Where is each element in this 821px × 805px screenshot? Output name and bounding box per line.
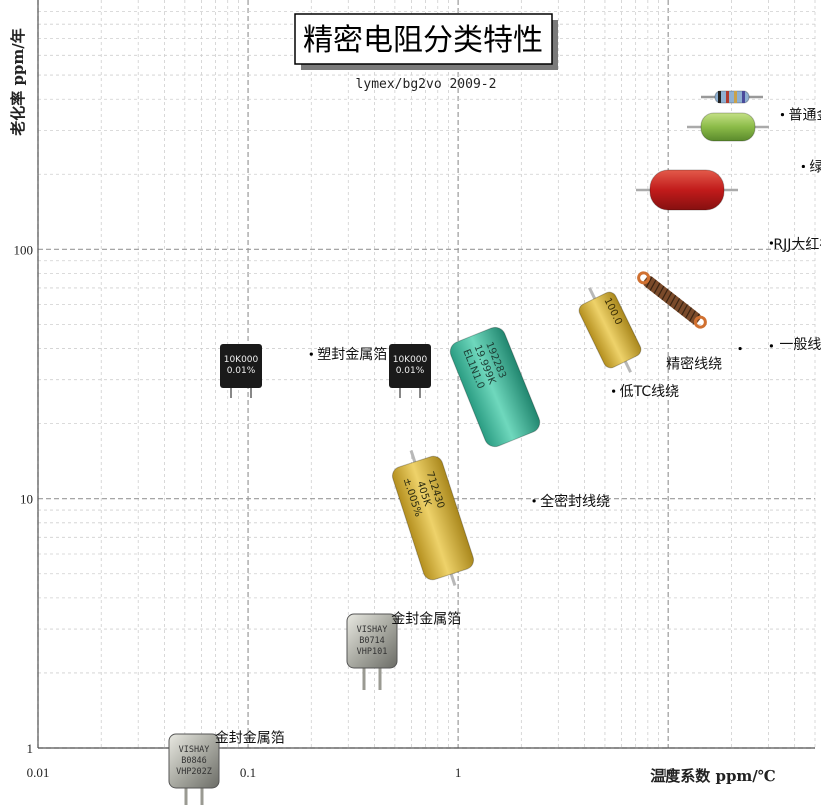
winding: [669, 294, 677, 307]
marking-text: VHP202Z: [176, 767, 212, 777]
marking-text: VISHAY: [357, 625, 388, 635]
point-marker: [738, 346, 742, 351]
point-precision-wirewound: 100.0 精密线绕: [578, 287, 742, 373]
winding: [665, 291, 673, 304]
marking-text: B0714: [359, 636, 385, 646]
point-label: 全密封线绕: [540, 493, 610, 510]
can-body: [346, 613, 398, 669]
point-metal-film: 普通金属膜: [701, 90, 821, 124]
point-label: 塑封金属箔: [317, 347, 387, 363]
point-label: 一般线绕: [779, 337, 821, 353]
color-band: [734, 91, 737, 103]
point-rjj-red: RJJ大红袍: [636, 169, 821, 253]
marking-text: VISHAY: [179, 745, 210, 755]
point-marker: [780, 113, 785, 117]
winding: [677, 301, 685, 313]
body: [700, 112, 756, 142]
marking-text: B0846: [181, 756, 207, 766]
point-general-wirewound: 一般线绕: [637, 271, 821, 353]
point-label: 低TC线绕: [620, 384, 680, 400]
chart-title: 精密电阻分类特性: [303, 23, 543, 58]
marking-text: 10K000: [224, 355, 259, 365]
body: [391, 455, 475, 581]
point-marker: [309, 352, 313, 356]
body: [714, 90, 750, 104]
winding: [653, 282, 661, 294]
winding: [649, 279, 657, 291]
color-band: [726, 91, 729, 103]
terminal: [637, 271, 651, 285]
data-points: VISHAYB0846VHP202Z金封金属箔VISHAYB0714VHP101…: [168, 90, 821, 805]
terminal: [693, 315, 707, 329]
point-label: 绿袍: [809, 159, 821, 175]
color-band: [742, 91, 745, 103]
y-axis-title: 老化率 ppm/年: [9, 28, 27, 137]
x-tick-label: 1: [455, 765, 462, 780]
winding: [657, 285, 665, 298]
marking-text: 0.01%: [227, 366, 256, 376]
y-tick-label: 10: [20, 492, 33, 507]
color-band: [718, 91, 721, 103]
body: [449, 326, 541, 448]
x-tick-label: 0.1: [240, 765, 256, 780]
body: [578, 291, 642, 369]
chip-body: [389, 344, 431, 388]
winding: [689, 310, 696, 322]
point-marker: [532, 499, 536, 503]
point-label: 金封金属箔: [215, 731, 285, 747]
component-body: 100.0: [578, 287, 642, 373]
can-body: [168, 733, 220, 789]
chart-subtitle: lymex/bg2vo 2009-2: [356, 77, 497, 92]
point-marker: [769, 241, 773, 245]
body: [649, 169, 725, 211]
x-tick-label: 0.01: [27, 765, 50, 780]
y-tick-label: 100: [14, 242, 34, 257]
grid: [37, 0, 816, 749]
winding: [645, 276, 653, 288]
x-axis-title: 温度系数 ppm/℃: [650, 767, 776, 785]
component-body: [637, 271, 707, 329]
winding: [673, 298, 681, 310]
marking-text: 10K000: [393, 355, 428, 365]
chip-body: [220, 344, 262, 388]
marking-text: 0.01%: [396, 366, 425, 376]
y-tick-label: 1: [27, 741, 34, 756]
point-label: 金封金属箔: [391, 612, 461, 628]
point-marker: [801, 164, 805, 169]
winding: [685, 307, 692, 319]
point-marker: [769, 344, 773, 348]
tick-labels: 0.01 0.1 1 10 1 10 100: [14, 242, 675, 780]
point-label: RJJ大红袍: [773, 237, 821, 253]
marking-text: VHP101: [357, 647, 388, 657]
x-tick-label: 10: [662, 765, 675, 780]
winding: [661, 288, 669, 301]
point-green: 绿袍: [687, 112, 821, 175]
point-label: 精密线绕: [666, 356, 722, 373]
title-box: [294, 13, 553, 65]
point-label: 普通金属膜: [788, 108, 821, 124]
winding: [681, 304, 689, 316]
point-marker: [612, 389, 616, 393]
chart-titles: 精密电阻分类特性 lymex/bg2vo 2009-2 温度系数 ppm/℃ 老化率 …: [9, 13, 776, 785]
